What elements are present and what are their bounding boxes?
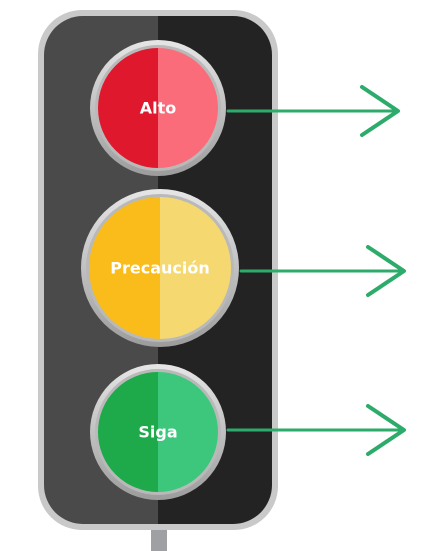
right-arrow-icon (239, 245, 406, 297)
red-light: Alto (90, 40, 226, 176)
right-arrow-icon (226, 404, 406, 456)
light-label: Precaución (110, 259, 210, 278)
yellow-light: Precaución (81, 189, 239, 347)
arrow-head (366, 245, 406, 297)
right-arrow-icon (226, 85, 400, 137)
arrow-head (360, 85, 400, 137)
arrow-head (366, 404, 406, 456)
green-light: Siga (90, 364, 226, 500)
light-label: Alto (140, 99, 177, 118)
light-label: Siga (138, 423, 177, 442)
arrows-group (226, 85, 406, 456)
